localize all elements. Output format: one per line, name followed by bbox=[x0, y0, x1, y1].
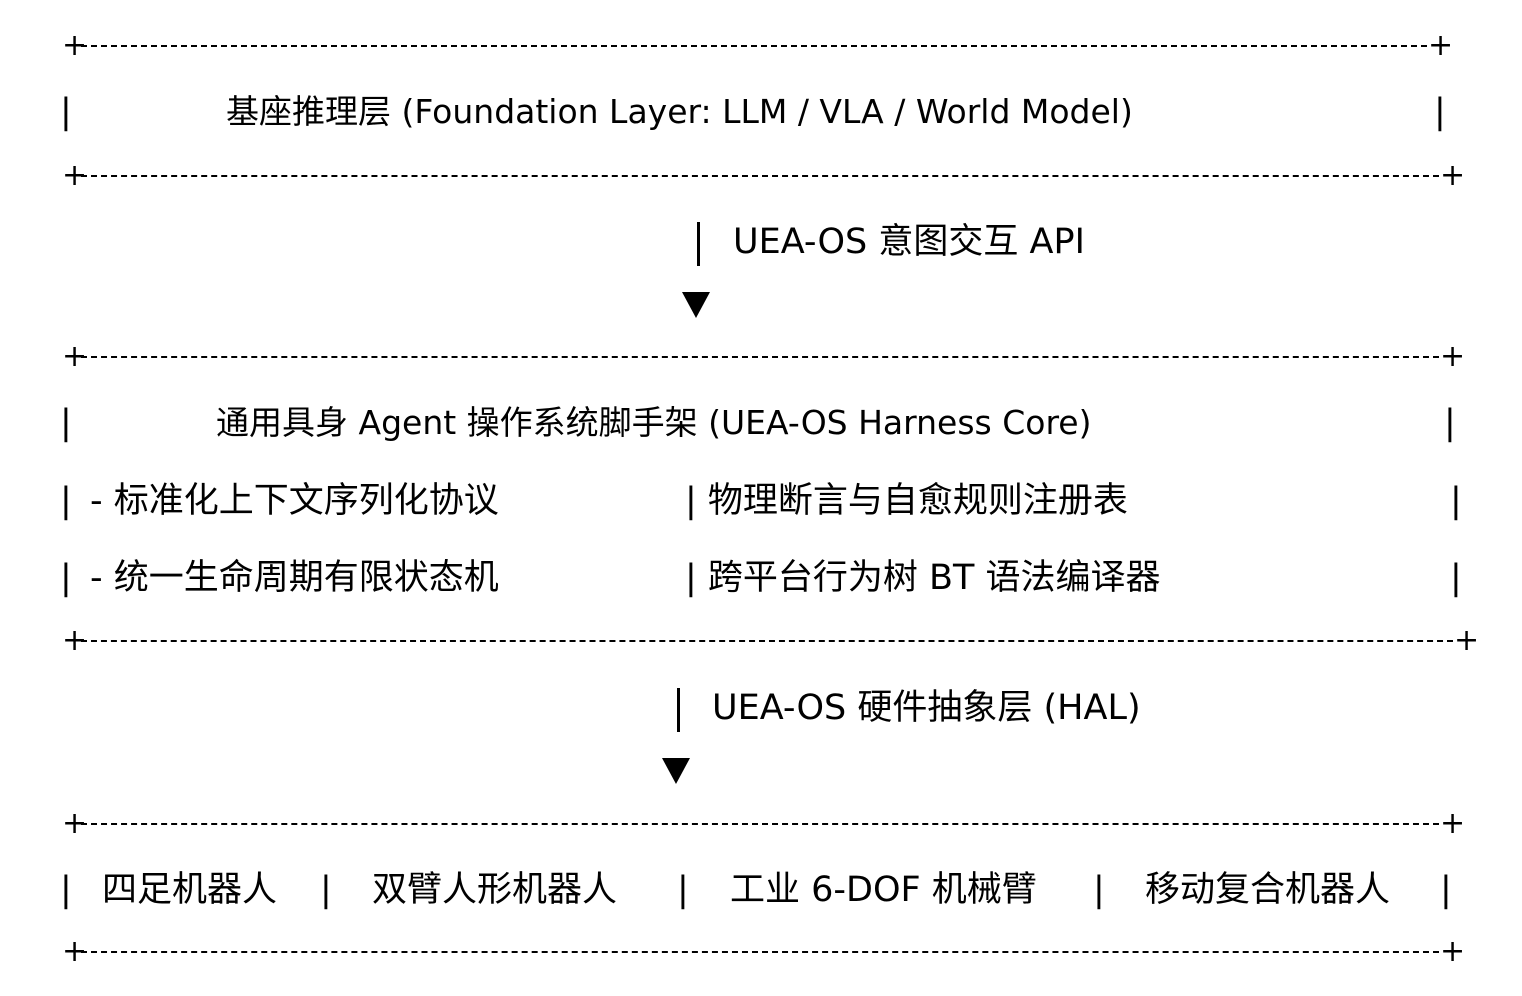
foundation-top-border: + + bbox=[62, 28, 1454, 63]
corner-plus: + bbox=[62, 158, 88, 193]
intent-api-label: UEA-OS 意图交互 API bbox=[733, 222, 1085, 262]
corner-plus: + bbox=[62, 934, 88, 969]
corner-plus: + bbox=[1454, 623, 1480, 658]
hardware-bottom-border: + + bbox=[62, 934, 1466, 969]
core-top-border: + + bbox=[62, 339, 1466, 374]
dashed-line bbox=[81, 175, 1439, 177]
hal-label: UEA-OS 硬件抽象层 (HAL) bbox=[712, 688, 1141, 728]
hardware-dual-arm-humanoid: 双臂人形机器人 bbox=[372, 870, 618, 910]
core-feature-left: - 统一生命周期有限状态机 bbox=[90, 558, 499, 598]
corner-plus: + bbox=[62, 806, 88, 841]
connector-line-1 bbox=[697, 222, 700, 266]
hardware-pipe: | bbox=[1440, 870, 1452, 910]
core-feature-right: | 跨平台行为树 BT 语法编译器 bbox=[685, 558, 1161, 598]
core-layer-title: 通用具身 Agent 操作系统脚手架 (UEA-OS Harness Core) bbox=[216, 403, 1092, 442]
corner-plus: + bbox=[1440, 806, 1466, 841]
down-arrow-icon bbox=[682, 292, 710, 318]
core-feature-right: | 物理断言与自愈规则注册表 bbox=[685, 481, 1128, 521]
foundation-bottom-border: + + bbox=[62, 158, 1466, 193]
core-feature-left: - 标准化上下文序列化协议 bbox=[90, 481, 499, 521]
core-row-right-pipe: | bbox=[1450, 558, 1462, 598]
connector-line-2 bbox=[677, 688, 680, 732]
dashed-line bbox=[81, 45, 1427, 47]
corner-plus: + bbox=[1428, 28, 1454, 63]
dashed-line bbox=[81, 823, 1439, 825]
dashed-line bbox=[81, 640, 1453, 642]
foundation-left-pipe: | bbox=[60, 92, 72, 132]
hardware-pipe: | bbox=[1093, 870, 1105, 910]
corner-plus: + bbox=[1440, 158, 1466, 193]
hardware-industrial-arm: 工业 6-DOF 机械臂 bbox=[730, 870, 1037, 910]
corner-plus: + bbox=[62, 339, 88, 374]
core-bottom-border: + + bbox=[62, 623, 1480, 658]
hardware-mobile-manipulator: 移动复合机器人 bbox=[1145, 870, 1391, 910]
corner-plus: + bbox=[1440, 934, 1466, 969]
corner-plus: + bbox=[62, 623, 88, 658]
dashed-line bbox=[81, 951, 1439, 953]
core-row-left-pipe: | bbox=[60, 558, 72, 598]
core-left-pipe: | bbox=[60, 403, 72, 443]
dashed-line bbox=[81, 356, 1439, 358]
foundation-right-pipe: | bbox=[1434, 92, 1446, 132]
down-arrow-icon bbox=[662, 758, 690, 784]
corner-plus: + bbox=[62, 28, 88, 63]
core-row-right-pipe: | bbox=[1450, 481, 1462, 521]
hardware-pipe: | bbox=[60, 870, 72, 910]
hardware-pipe: | bbox=[677, 870, 689, 910]
hardware-quadruped: 四足机器人 bbox=[102, 870, 278, 910]
hardware-top-border: + + bbox=[62, 806, 1466, 841]
corner-plus: + bbox=[1440, 339, 1466, 374]
core-right-pipe: | bbox=[1444, 403, 1456, 443]
hardware-pipe: | bbox=[320, 870, 332, 910]
core-row-left-pipe: | bbox=[60, 481, 72, 521]
foundation-layer-title: 基座推理层 (Foundation Layer: LLM / VLA / Wor… bbox=[226, 92, 1133, 131]
